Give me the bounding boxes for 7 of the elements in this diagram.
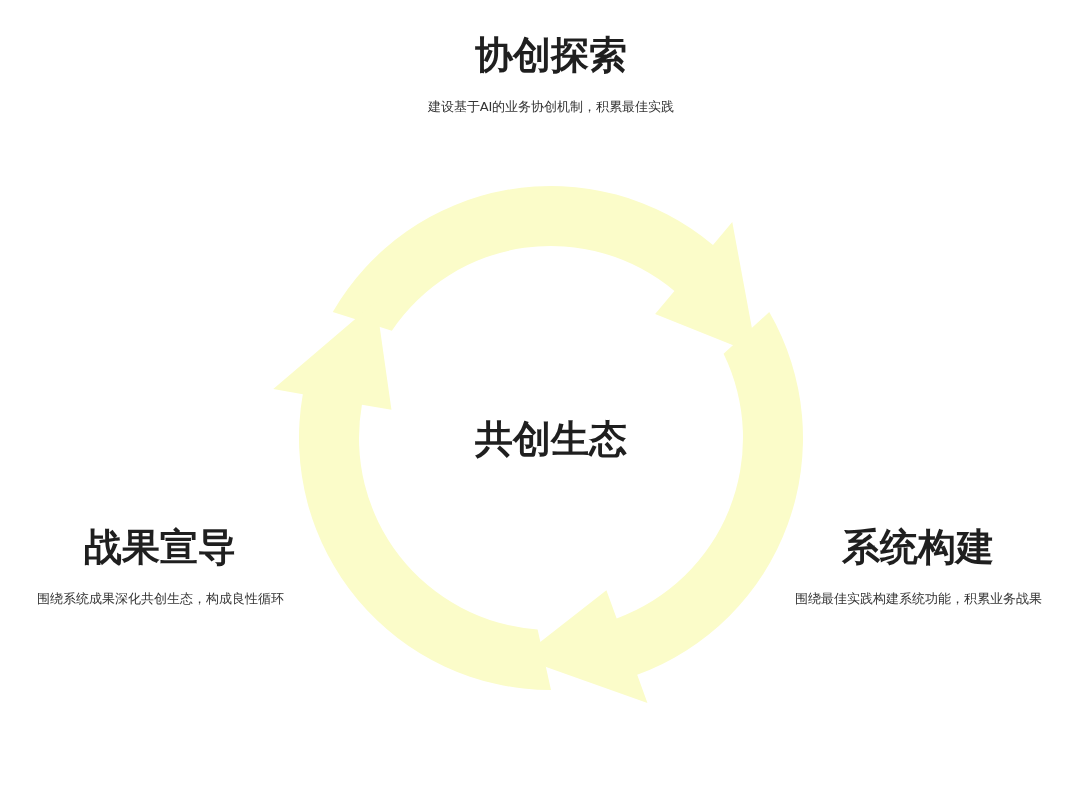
description-text: 建设基于AI的业务协创机制，积累最佳实践 xyxy=(427,98,675,116)
heading: 系统构建 xyxy=(842,524,994,570)
heading: 协创探索 xyxy=(475,32,627,78)
heading: 战果宣导 xyxy=(84,524,236,570)
description-text: 围绕系统成果深化共创生态，构成良性循环 xyxy=(36,590,284,608)
description-text: 围绕最佳实践构建系统功能，积累业务战果 xyxy=(794,590,1042,608)
heading: 共创生态 xyxy=(475,416,627,462)
